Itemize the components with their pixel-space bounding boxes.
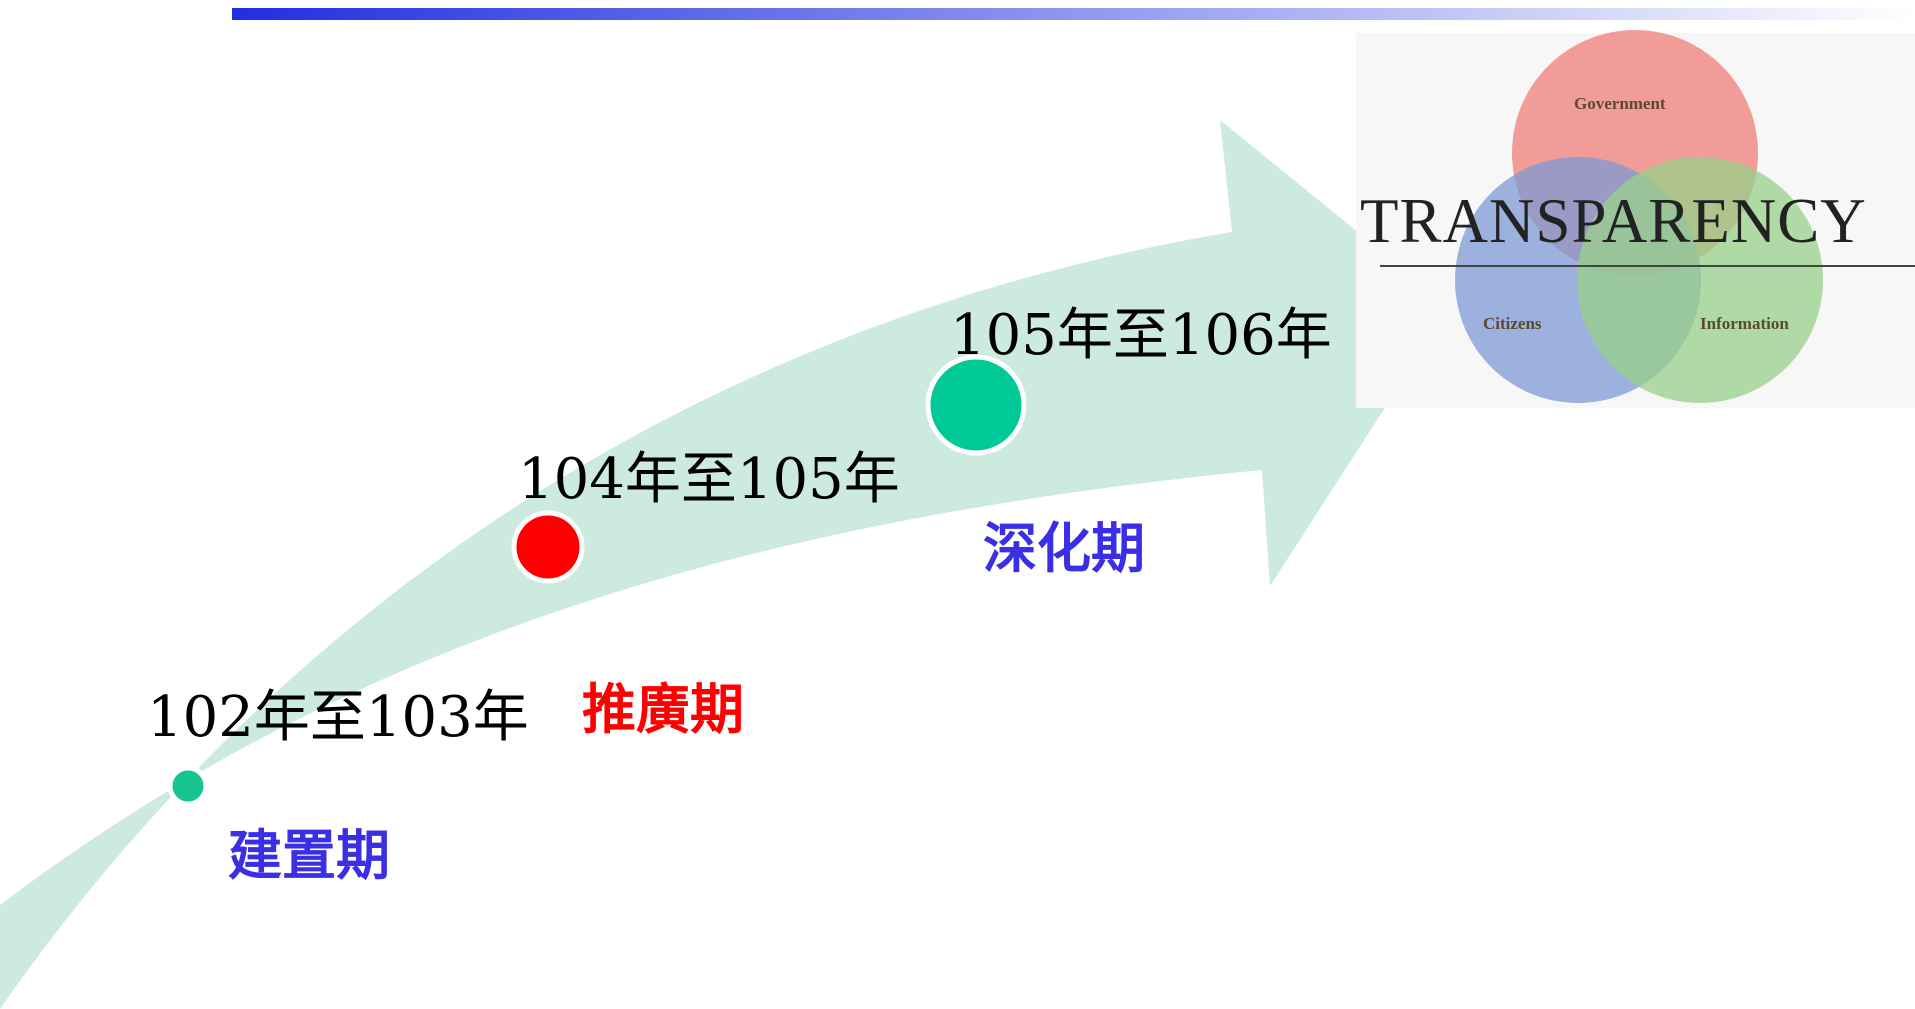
- stage-promote-period: 104年至105年: [518, 447, 900, 512]
- stage-deepen: 105年至106年 深化期: [925, 303, 1332, 580]
- stage-deepen-label: 深化期: [983, 517, 1145, 580]
- logo-word: TRANSPARENCY: [1360, 186, 1867, 256]
- stage-build-period: 102年至103年: [147, 685, 529, 750]
- transparency-logo: TRANSPARENCY Government Citizens Informa…: [1356, 30, 1915, 408]
- stage-promote-label: 推廣期: [582, 678, 744, 741]
- information-circle: [1577, 157, 1823, 403]
- logo-government-label: Government: [1574, 94, 1666, 113]
- stage-build: 102年至103年 建置期: [147, 685, 529, 887]
- logo-citizens-label: Citizens: [1483, 314, 1542, 333]
- stage-build-dot: [167, 765, 209, 807]
- stage-deepen-period: 105年至106年: [950, 303, 1332, 368]
- logo-information-label: Information: [1700, 314, 1789, 333]
- header-gradient-bar: [232, 8, 1915, 20]
- stage-deepen-dot: [925, 354, 1027, 456]
- stage-promote-dot: [511, 510, 585, 584]
- progress-arrow: [0, 120, 1450, 1009]
- stage-promote: 104年至105年 推廣期: [511, 447, 900, 741]
- stage-build-label: 建置期: [228, 824, 390, 887]
